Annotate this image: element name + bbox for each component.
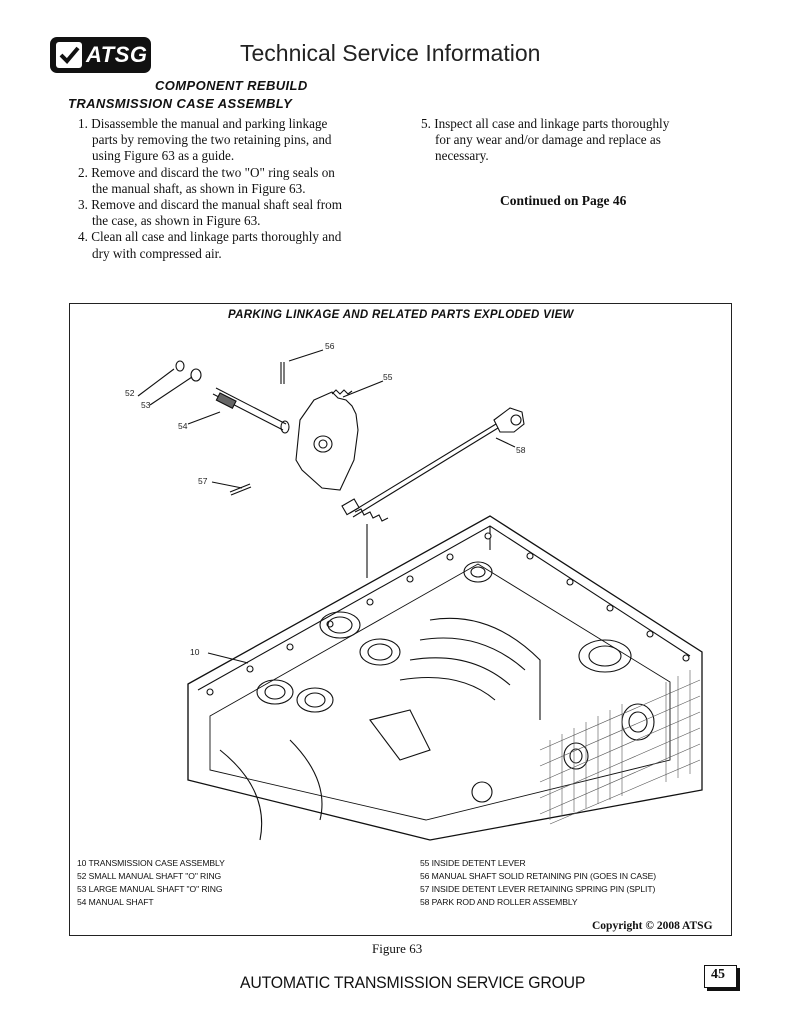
callout-54: 54	[178, 421, 188, 431]
continued-note: Continued on Page 46	[500, 193, 627, 208]
callout-56: 56	[325, 341, 335, 351]
step-4: 4. Clean all case and linkage parts thor…	[78, 229, 342, 261]
spring-pin-57	[229, 483, 252, 496]
logo-text: ATSG	[86, 42, 148, 67]
sub-heading: TRANSMISSION CASE ASSEMBLY	[68, 96, 293, 111]
leader-52	[137, 368, 175, 397]
page-title: Technical Service Information	[240, 40, 541, 66]
callout-10: 10	[190, 647, 200, 657]
park-rod	[341, 407, 525, 522]
checkmark-icon	[56, 42, 82, 68]
callout-52: 52	[125, 388, 135, 398]
leader-55	[342, 380, 384, 398]
transmission-case	[187, 515, 703, 841]
callout-53: 53	[141, 400, 151, 410]
step-5: 5. Inspect all case and linkage parts th…	[421, 116, 670, 164]
legend-item: 58 PARK ROD AND ROLLER ASSEMBLY	[420, 897, 578, 907]
atsg-logo: ATSG	[50, 37, 151, 73]
figure-caption: Figure 63	[372, 941, 423, 956]
leader-57	[211, 481, 243, 489]
detent-lever	[295, 391, 359, 491]
legend-item: 57 INSIDE DETENT LEVER RETAINING SPRING …	[420, 884, 656, 894]
legend-item: 55 INSIDE DETENT LEVER	[420, 858, 526, 868]
page-number: 45	[711, 967, 725, 982]
figure-title: PARKING LINKAGE AND RELATED PARTS EXPLOD…	[228, 309, 574, 321]
callout-55: 55	[383, 372, 393, 382]
section-heading: COMPONENT REBUILD	[155, 78, 308, 93]
o-ring-large	[190, 368, 202, 382]
legend-item: 53 LARGE MANUAL SHAFT "O" RING	[77, 884, 223, 894]
leader-10	[207, 652, 249, 664]
legend-item: 10 TRANSMISSION CASE ASSEMBLY	[77, 858, 225, 868]
legend-item: 56 MANUAL SHAFT SOLID RETAINING PIN (GOE…	[420, 871, 656, 881]
steps-right-column: 5. Inspect all case and linkage parts th…	[421, 116, 711, 165]
copyright: Copyright © 2008 ATSG	[592, 920, 713, 932]
page-number-box	[704, 965, 737, 988]
leader-56	[288, 349, 324, 362]
legend-item: 54 MANUAL SHAFT	[77, 897, 154, 907]
step-3: 3. Remove and discard the manual shaft s…	[78, 197, 343, 229]
callout-57: 57	[198, 476, 208, 486]
leader-58	[495, 437, 516, 448]
leader-53	[149, 376, 193, 406]
callout-58: 58	[516, 445, 526, 455]
retaining-pin-56	[280, 362, 285, 384]
o-ring-small	[175, 360, 185, 372]
legend-left: 10 TRANSMISSION CASE ASSEMBLY 52 SMALL M…	[77, 857, 225, 909]
footer-text: AUTOMATIC TRANSMISSION SERVICE GROUP	[240, 973, 586, 992]
legend-item: 52 SMALL MANUAL SHAFT "O" RING	[77, 871, 222, 881]
leader-54	[187, 411, 221, 425]
step-2: 2. Remove and discard the two "O" ring s…	[78, 164, 335, 196]
step-1: 1. Disassemble the manual and parking li…	[78, 116, 332, 164]
legend-right: 55 INSIDE DETENT LEVER 56 MANUAL SHAFT S…	[420, 857, 656, 909]
exploded-view-illustration	[137, 349, 703, 841]
case-mesh	[539, 670, 701, 825]
manual-shaft	[212, 387, 290, 434]
steps-left-column: 1. Disassemble the manual and parking li…	[78, 116, 378, 262]
figure-frame	[69, 303, 732, 936]
